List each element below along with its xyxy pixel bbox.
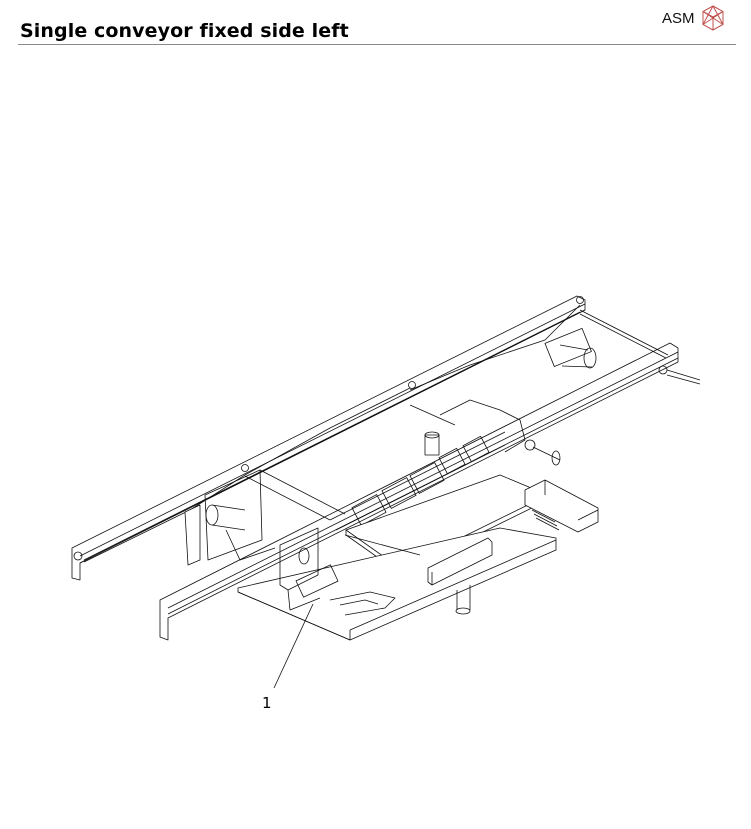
clamp-row (329, 431, 506, 531)
callout-leader-1 (273, 603, 314, 689)
asm-cube-icon (702, 5, 724, 31)
terminal-block (531, 509, 560, 531)
title-divider (18, 44, 736, 45)
logo-text: ASM (662, 9, 695, 27)
motor (544, 327, 597, 369)
support-post (455, 585, 471, 615)
page-title: Single conveyor fixed side left (20, 20, 349, 42)
back-rail (71, 295, 586, 581)
asm-logo: ASM (662, 5, 725, 31)
callout-1: 1 (262, 694, 272, 712)
